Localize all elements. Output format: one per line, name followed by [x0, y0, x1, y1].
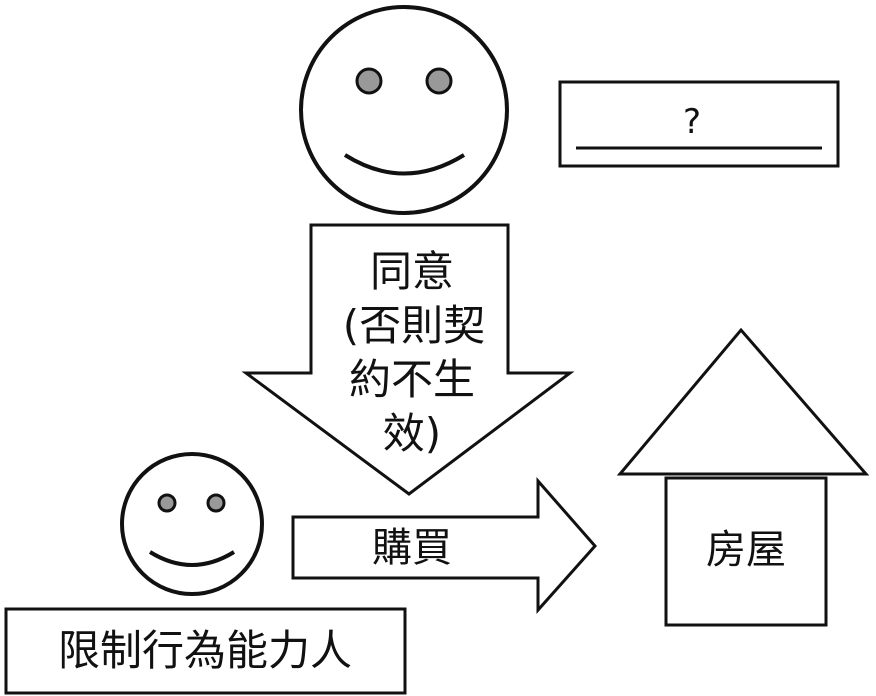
house-roof — [616, 327, 870, 476]
guardian-question-mark: ? — [683, 102, 701, 142]
minor-face — [120, 452, 264, 596]
minor-label: 限制行為能力人 — [58, 626, 352, 675]
guardian-face — [299, 5, 509, 215]
guardian-smile — [343, 153, 466, 176]
house-icon: 房屋 — [616, 327, 870, 627]
consent-line-3: 約不生 — [349, 355, 475, 404]
guardian-box-frame — [558, 80, 840, 168]
guardian-right-eye — [425, 67, 453, 95]
consent-arrow: 同意 (否則契 約不生 效) — [241, 223, 575, 496]
purchase-label: 購買 — [372, 525, 452, 571]
guardian-left-eye — [355, 67, 383, 95]
right-arrow-icon — [291, 477, 598, 614]
consent-line-2: (否則契 — [343, 301, 485, 350]
house-label: 房屋 — [706, 527, 786, 573]
guardian-smiley-icon — [299, 5, 509, 215]
minor-left-eye — [157, 493, 177, 513]
minor-smile — [148, 550, 236, 567]
house-body — [664, 476, 828, 627]
consent-line-1: 同意 — [370, 247, 454, 296]
minor-label-box: 限制行為能力人 — [4, 607, 407, 695]
minor-smiley-icon — [120, 452, 264, 596]
down-arrow-icon — [241, 223, 575, 496]
minor-box-frame — [4, 607, 407, 695]
consent-line-4: 效) — [383, 409, 441, 458]
guardian-label-box: ? — [558, 80, 840, 168]
minor-right-eye — [206, 493, 226, 513]
purchase-arrow: 購買 — [291, 477, 598, 614]
